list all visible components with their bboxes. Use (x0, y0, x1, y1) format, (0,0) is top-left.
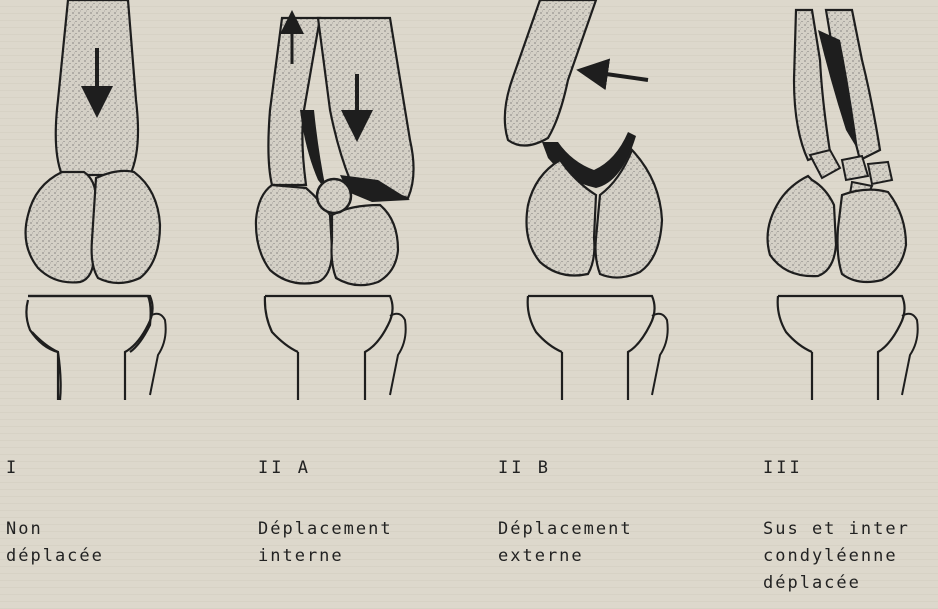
panel-type-iib-drawing (505, 0, 668, 400)
panel-i-description: Non déplacée (6, 516, 104, 570)
left-condyle (26, 172, 96, 282)
panel-type-i-drawing (26, 0, 166, 400)
panel-iii-description-line-3: déplacée (763, 570, 910, 597)
right-condyle (92, 171, 160, 283)
fibula (150, 314, 166, 395)
bone-fragment (317, 179, 351, 213)
comminuted-fragment-3 (868, 162, 892, 184)
displaced-femur-shaft (505, 0, 596, 146)
panel-iib-description: Déplacement externe (498, 516, 633, 570)
tibia-plateau (265, 296, 393, 400)
panel-iii-description: Sus et inter condyléenne déplacée (763, 516, 910, 597)
panel-i-description-line-1: Non (6, 516, 104, 543)
tibia-plateau (528, 296, 655, 400)
fibula (902, 314, 918, 395)
panel-iia-type-label: II A (258, 458, 311, 478)
panel-iib-type-label: II B (498, 458, 551, 478)
tibia-plateau (778, 296, 905, 400)
fibula (652, 314, 668, 395)
panel-iib-description-line-2: externe (498, 543, 633, 570)
panel-iia-description: Déplacement interne (258, 516, 393, 570)
panel-iib-description-line-1: Déplacement (498, 516, 633, 543)
shaft-fragment-left (794, 10, 830, 160)
panel-iii-description-line-2: condyléenne (763, 543, 910, 570)
lateral-arrow (592, 72, 648, 80)
right-condyle (838, 190, 907, 282)
panel-iii-type-label: III (763, 458, 803, 478)
left-condyle (768, 176, 836, 276)
right-condyle (332, 205, 399, 285)
panel-iia-description-line-2: interne (258, 543, 393, 570)
panel-i-description-line-2: déplacée (6, 543, 104, 570)
comminuted-fragment-1 (810, 150, 840, 178)
panel-iia-description-line-1: Déplacement (258, 516, 393, 543)
panel-iii-description-line-1: Sus et inter (763, 516, 910, 543)
comminuted-fragment-2 (842, 156, 868, 180)
lateral-shaft-fragment (318, 18, 414, 198)
fibula (390, 314, 406, 395)
panel-i-type-label: I (6, 458, 19, 478)
panel-type-iia-drawing (256, 18, 414, 400)
panel-type-iii-drawing (768, 10, 918, 400)
